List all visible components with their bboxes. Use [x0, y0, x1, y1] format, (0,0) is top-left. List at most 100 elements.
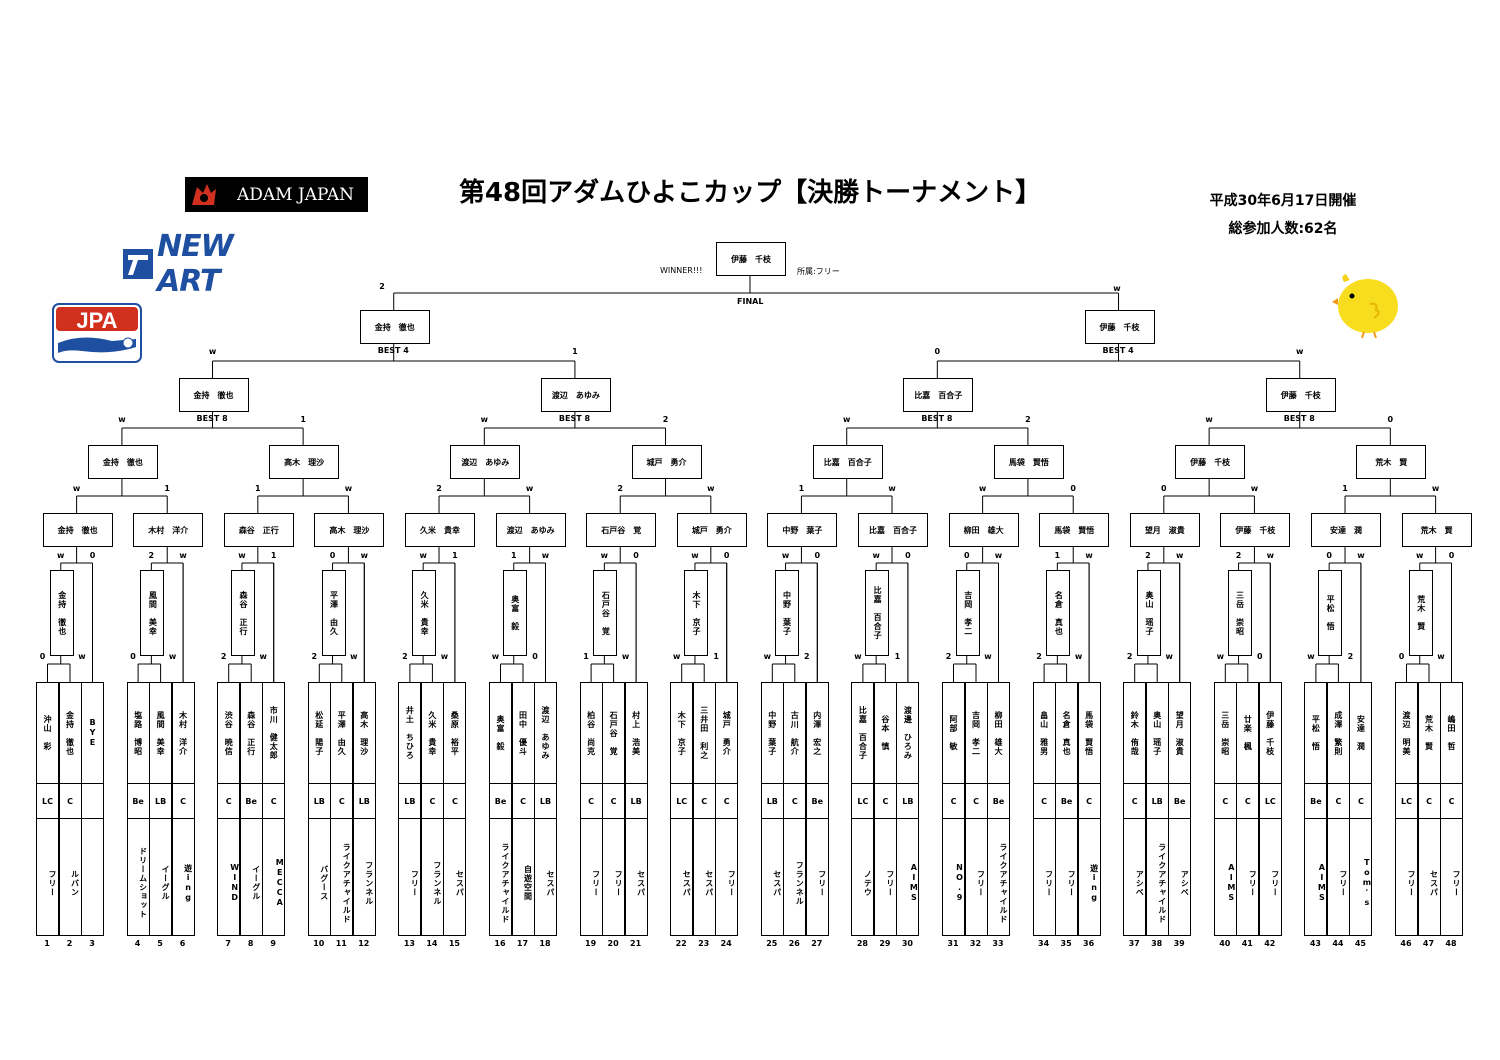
round1-box: 名倉 真也: [1046, 570, 1071, 656]
round3-box: 比嘉 百合子: [812, 445, 883, 479]
round1-score-left: w: [854, 652, 862, 661]
player-name: 塩路 博昭: [133, 710, 143, 756]
player-number: 19: [585, 939, 597, 948]
player-name: 渋谷 暁信: [224, 710, 234, 756]
round2-box-name: 比嘉 百合子: [869, 525, 918, 535]
player-number: 12: [358, 939, 370, 948]
player-name: 嶋田 哲: [1447, 715, 1456, 751]
player-class: Be: [240, 783, 262, 819]
round1-box: 木下 京子: [683, 570, 708, 656]
player-number: 32: [969, 939, 982, 948]
best8-label: BEST 8: [558, 414, 591, 423]
player-number: 8: [247, 939, 254, 948]
player-affiliation: セスパ: [1429, 869, 1439, 897]
round2-box-name: 望月 淑貴: [1144, 525, 1185, 535]
player-affiliation: フランネル: [432, 860, 442, 906]
player-class: LC: [671, 783, 693, 819]
player-name: 馬袋 賢悟: [1084, 710, 1094, 756]
round3-box: 荒木 賢: [1356, 445, 1427, 479]
round2-box-name: 森谷 正行: [238, 525, 279, 535]
round2-box: 金持 徹也: [42, 513, 113, 547]
player-affiliation: フリー: [614, 869, 624, 897]
player-name: 森谷 正行: [246, 710, 256, 756]
player-number: 38: [1151, 939, 1163, 948]
round3-score-right: w: [888, 484, 896, 493]
round2-top-score-right: w: [1175, 551, 1184, 560]
player-class: C: [784, 783, 806, 819]
round3-score-left: 1: [255, 484, 261, 493]
round2-top-score-left: w: [600, 551, 609, 560]
round3-score-right: 1: [164, 484, 170, 493]
player-name: 平澤 由久: [337, 710, 347, 756]
player-name: 木下 京子: [677, 710, 687, 756]
player-number: 9: [270, 939, 276, 948]
player-affiliation: フリー: [48, 869, 57, 897]
round3-score-left: 2: [617, 484, 623, 493]
round1-name: 比嘉 百合子: [873, 586, 883, 640]
round2-box: 馬袋 賢悟: [1039, 513, 1110, 547]
round1-score-right: 0: [532, 652, 538, 661]
adam-japan-text: ADAM JAPAN: [236, 184, 355, 205]
player-number: 47: [1422, 939, 1435, 948]
round5-box-name: 金持 徹也: [374, 322, 415, 332]
round2-top-score-right: w: [360, 551, 368, 560]
round1-box: 平松 悟: [1318, 570, 1343, 656]
round3-box: 金持 徹也: [87, 445, 158, 479]
round5-box: 伊藤 千枝: [1084, 310, 1155, 344]
round1-box: 中野 葉子: [774, 570, 799, 656]
round3-box-name: 馬袋 賢悟: [1008, 457, 1049, 467]
round2-box-name: 中野 葉子: [782, 525, 823, 535]
player-class: [82, 783, 103, 819]
player-affiliation: セスパ: [546, 869, 555, 897]
player-number: 6: [179, 939, 186, 948]
player-name: 石戸谷 覚: [609, 710, 619, 756]
player-class: C: [693, 783, 715, 819]
player-affiliation: セスパ: [682, 869, 692, 897]
player-affiliation: MECCA: [275, 858, 285, 908]
round1-score-left: w: [491, 652, 500, 661]
player-affiliation: 自遊空間: [523, 865, 533, 901]
player-number: 16: [494, 939, 506, 948]
round2-box: 渡辺 あゆみ: [495, 513, 566, 547]
player-affiliation: フリー: [1248, 869, 1258, 897]
player-number: 21: [630, 939, 642, 948]
round1-score-left: 2: [1126, 652, 1133, 661]
player-class: Be: [1305, 783, 1327, 819]
round1-score-left: w: [1307, 652, 1315, 661]
player-affiliation: AIMS: [1317, 863, 1327, 903]
round2-top-score-right: w: [1085, 551, 1093, 560]
round5-score-left: w: [208, 347, 217, 356]
round2-box: 城戸 勇介: [676, 513, 747, 547]
round1-score-left: w: [763, 652, 771, 661]
player-name: 安達 潤: [1356, 715, 1366, 751]
round3-box: 渡辺 あゆみ: [450, 445, 521, 479]
round3-box: 城戸 勇介: [631, 445, 702, 479]
round1-name: 吉岡 孝二: [963, 590, 973, 636]
round2-box: 荒木 賢: [1401, 513, 1472, 547]
round1-score-right: 1: [713, 652, 719, 661]
player-name: 渡辺 あゆみ: [541, 706, 550, 760]
player-class: LB: [150, 783, 172, 819]
player-class: Be: [127, 783, 149, 819]
player-number: 28: [856, 939, 868, 948]
player-number: 35: [1060, 939, 1072, 948]
winner-box: 伊藤 千枝: [716, 242, 786, 276]
round3-box-name: 高木 理沙: [284, 457, 325, 467]
best8-label: BEST 8: [1283, 414, 1315, 423]
round3-box-name: 比嘉 百合子: [823, 457, 872, 467]
player-class: C: [172, 783, 194, 819]
round1-box: 風間 美幸: [140, 570, 165, 656]
player-class: C: [580, 783, 602, 819]
player-name: 望月 淑貴: [1175, 710, 1185, 756]
round1-score-left: 0: [130, 652, 136, 661]
round2-top-score-right: w: [1266, 551, 1274, 560]
